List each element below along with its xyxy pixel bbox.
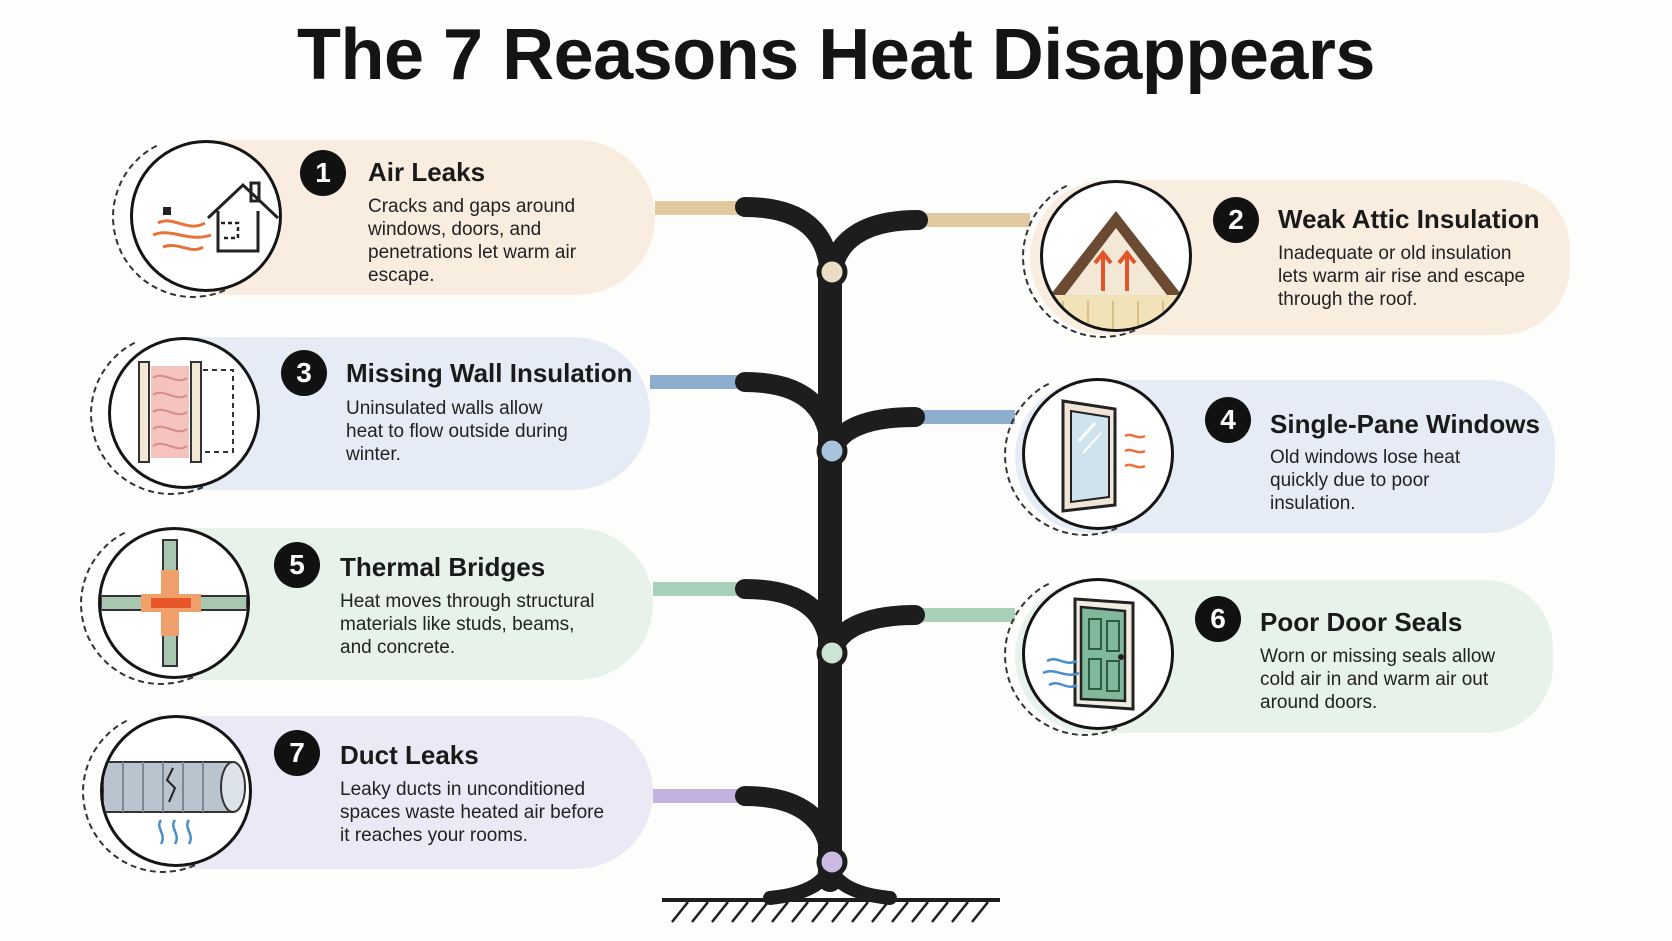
reason-description: Heat moves through structural materials … — [340, 591, 595, 658]
reason-card-duct-leaks — [180, 716, 653, 869]
reason-title: Weak Attic Insulation — [1278, 204, 1540, 234]
reason-card-air-leaks — [210, 140, 655, 295]
reason-number-badge: 1 — [300, 150, 346, 196]
reason-number-badge: 5 — [274, 542, 320, 588]
connector-3 — [650, 375, 742, 389]
wall-insulation-icon — [108, 337, 260, 489]
reason-card-thermal-bridges — [180, 528, 653, 680]
page-title: The 7 Reasons Heat Disappears — [297, 15, 1375, 95]
connector-6 — [915, 608, 1015, 622]
house-airflow-icon — [130, 140, 282, 292]
reason-description: Inadequate or old insulation lets warm a… — [1278, 243, 1526, 310]
reason-number-badge: 3 — [281, 350, 327, 396]
connector-4 — [915, 410, 1015, 424]
node-2 — [816, 435, 848, 467]
connector-1 — [655, 201, 743, 215]
duct-leak-icon — [100, 715, 252, 867]
reason-card-wall-insulation — [185, 337, 650, 490]
reason-description: Old windows lose heat quickly due to poo… — [1270, 447, 1461, 514]
reason-description: Leaky ducts in unconditioned spaces wast… — [340, 779, 605, 846]
reason-title: Thermal Bridges — [340, 552, 546, 582]
reason-title: Duct Leaks — [340, 740, 479, 770]
reason-title: Missing Wall Insulation — [346, 358, 633, 388]
connector-7 — [653, 789, 743, 803]
node-4 — [816, 846, 848, 878]
connector-5 — [653, 582, 743, 596]
reason-number-badge: 4 — [1205, 397, 1251, 443]
reason-title: Poor Door Seals — [1260, 607, 1463, 637]
reason-number-badge: 7 — [274, 730, 320, 776]
attic-heat-icon — [1040, 180, 1192, 332]
reason-title: Air Leaks — [368, 157, 486, 187]
window-heat-icon — [1022, 378, 1174, 530]
reason-description: Worn or missing seals allow cold air in … — [1260, 646, 1496, 713]
reason-title: Single-Pane Windows — [1270, 409, 1540, 439]
door-draft-icon — [1022, 578, 1174, 730]
connector-2 — [915, 213, 1030, 227]
reason-description: Cracks and gaps around windows, doors, a… — [368, 196, 577, 286]
node-1 — [816, 256, 848, 288]
reason-number-badge: 2 — [1213, 197, 1259, 243]
reason-description: Uninsulated walls allow heat to flow out… — [346, 398, 568, 465]
node-3 — [816, 637, 848, 669]
reason-number-badge: 6 — [1195, 596, 1241, 642]
thermal-bridge-icon — [98, 527, 250, 679]
